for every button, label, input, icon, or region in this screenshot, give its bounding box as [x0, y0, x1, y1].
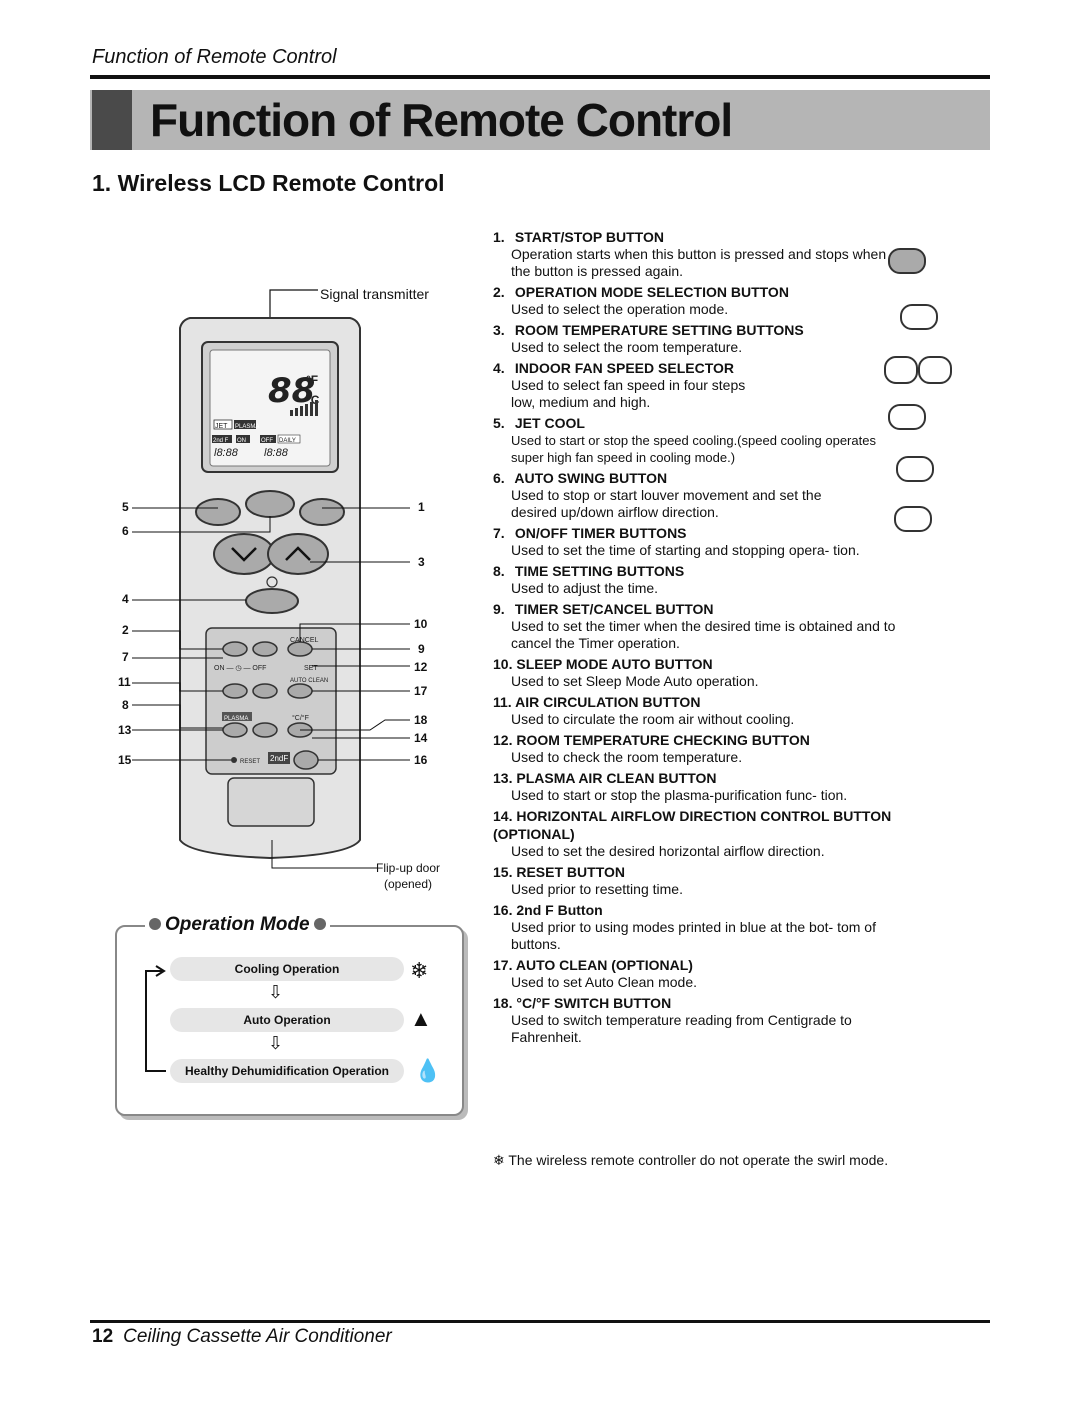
page-title: Function of Remote Control: [150, 94, 733, 146]
arrow-down-icon: ⇩: [268, 982, 284, 1002]
title-banner-block: [92, 90, 132, 150]
temp-down-button-icon: [884, 356, 918, 384]
list-item: 10. SLEEP MODE AUTO BUTTON Used to set S…: [493, 656, 759, 689]
list-item: 18. °C/°F SWITCH BUTTON Used to switch t…: [493, 995, 852, 1045]
page-number: 12: [92, 1326, 114, 1347]
callout-14: 14: [414, 731, 428, 745]
svg-text:RESET: RESET: [240, 759, 260, 765]
callout-12: 12: [414, 660, 428, 674]
list-item: 17. AUTO CLEAN (OPTIONAL) Used to set Au…: [493, 957, 697, 990]
list-item: 1. START/STOP BUTTON Operation starts wh…: [493, 229, 887, 279]
auto-swing-button-icon: [894, 506, 932, 532]
svg-text:PLASMA: PLASMA: [224, 716, 248, 722]
list-item: 4. INDOOR FAN SPEED SELECTOR Used to sel…: [493, 360, 746, 410]
list-item: 16. 2nd F Button Used prior to using mod…: [493, 902, 876, 952]
svg-text:l8:88: l8:88: [214, 447, 239, 459]
operation-mode-title: Operation Mode: [145, 914, 330, 936]
svg-text:2ndF: 2ndF: [270, 754, 288, 763]
callout-9: 9: [418, 642, 425, 656]
list-item: 11. AIR CIRCULATION BUTTON Used to circu…: [493, 694, 795, 727]
swirl-mode-note: ❄ The wireless remote controller do not …: [493, 1152, 889, 1168]
list-item: 14. HORIZONTAL AIRFLOW DIRECTION CONTROL…: [493, 808, 892, 859]
bullet-icon: [313, 918, 326, 930]
title-banner: [90, 90, 990, 150]
callout-15: 15: [118, 753, 132, 767]
svg-text:OFF: OFF: [261, 438, 273, 444]
fan-speed-button-icon: [888, 404, 926, 430]
bullet-icon: [149, 918, 161, 930]
flip-up-door-label: Flip-up door (opened): [375, 861, 441, 891]
svg-text:°F: °F: [306, 373, 318, 387]
section-title: 1. Wireless LCD Remote Control: [92, 170, 445, 196]
header-rule: [90, 75, 990, 79]
callout-4: 4: [122, 592, 129, 606]
temp-up-button-icon: [918, 356, 952, 384]
running-header: Function of Remote Control: [92, 46, 337, 68]
mode-cycle-arrow: [145, 965, 166, 1072]
start-stop-button-icon: [888, 248, 926, 274]
snowflake-icon: ❄: [410, 958, 429, 983]
svg-text:PLASMA: PLASMA: [235, 424, 259, 430]
svg-text:CANCEL: CANCEL: [290, 637, 319, 644]
callout-1: 1: [418, 500, 425, 514]
list-item: 7. ON/OFF TIMER BUTTONS Used to set the …: [493, 525, 860, 558]
callout-7: 7: [122, 650, 129, 664]
callout-13: 13: [118, 723, 132, 737]
callout-6: 6: [122, 524, 129, 538]
callout-2: 2: [122, 623, 129, 637]
jet-cool-button-icon: [896, 456, 934, 482]
list-item: 8. TIME SETTING BUTTONS Used to adjust t…: [493, 563, 685, 596]
svg-text:DAILY: DAILY: [279, 438, 296, 444]
list-item: 6. AUTO SWING BUTTON Used to stop or sta…: [493, 470, 822, 520]
callout-3: 3: [418, 555, 425, 569]
callout-18: 18: [414, 713, 428, 727]
callout-16: 16: [414, 753, 428, 767]
signal-transmitter-label: Signal transmitter: [320, 286, 429, 302]
svg-text:ON — ◷ — OFF: ON — ◷ — OFF: [214, 665, 266, 672]
list-item: 15. RESET BUTTON Used prior to resetting…: [493, 864, 683, 897]
list-item: 9. TIMER SET/CANCEL BUTTON Used to set t…: [493, 601, 896, 651]
callout-5: 5: [122, 500, 129, 514]
svg-text:JET: JET: [215, 423, 228, 430]
callout-11: 11: [118, 675, 131, 689]
list-item: 12. ROOM TEMPERATURE CHECKING BUTTON Use…: [493, 732, 810, 765]
svg-text:°C/°F: °C/°F: [292, 714, 309, 722]
droplet-icon: 💧: [414, 1058, 442, 1083]
svg-text:AUTO CLEAN: AUTO CLEAN: [290, 678, 328, 684]
footer-rule: [90, 1320, 990, 1323]
callout-17: 17: [414, 684, 428, 698]
arrow-down-icon: ⇩: [268, 1033, 284, 1053]
callout-8: 8: [122, 698, 129, 712]
cooling-operation-pill: Cooling Operation: [170, 957, 404, 981]
svg-text:ON: ON: [237, 438, 246, 444]
mode-button-icon: [900, 304, 938, 330]
list-item: 5. JET COOL Used to start or stop the sp…: [493, 415, 876, 465]
svg-text:SET: SET: [304, 665, 318, 672]
svg-text:2nd F: 2nd F: [213, 438, 229, 444]
svg-text:l8:88: l8:88: [264, 447, 289, 459]
auto-mode-icon: ▲: [410, 1006, 432, 1031]
dehumidification-operation-pill: Healthy Dehumidification Operation: [170, 1059, 404, 1083]
list-item: 2. OPERATION MODE SELECTION BUTTON Used …: [493, 284, 789, 317]
button-function-list: 1. START/STOP BUTTON Operation starts wh…: [493, 228, 903, 1049]
callout-10: 10: [414, 617, 428, 631]
auto-operation-pill: Auto Operation: [170, 1008, 404, 1032]
remote-control-diagram: 88 °F °C JET PLASMA ON OFF DAILY 2nd F l…: [132, 289, 410, 869]
list-item: 13. PLASMA AIR CLEAN BUTTON Used to star…: [493, 770, 848, 803]
list-item: 3. ROOM TEMPERATURE SETTING BUTTONS Used…: [493, 322, 804, 355]
